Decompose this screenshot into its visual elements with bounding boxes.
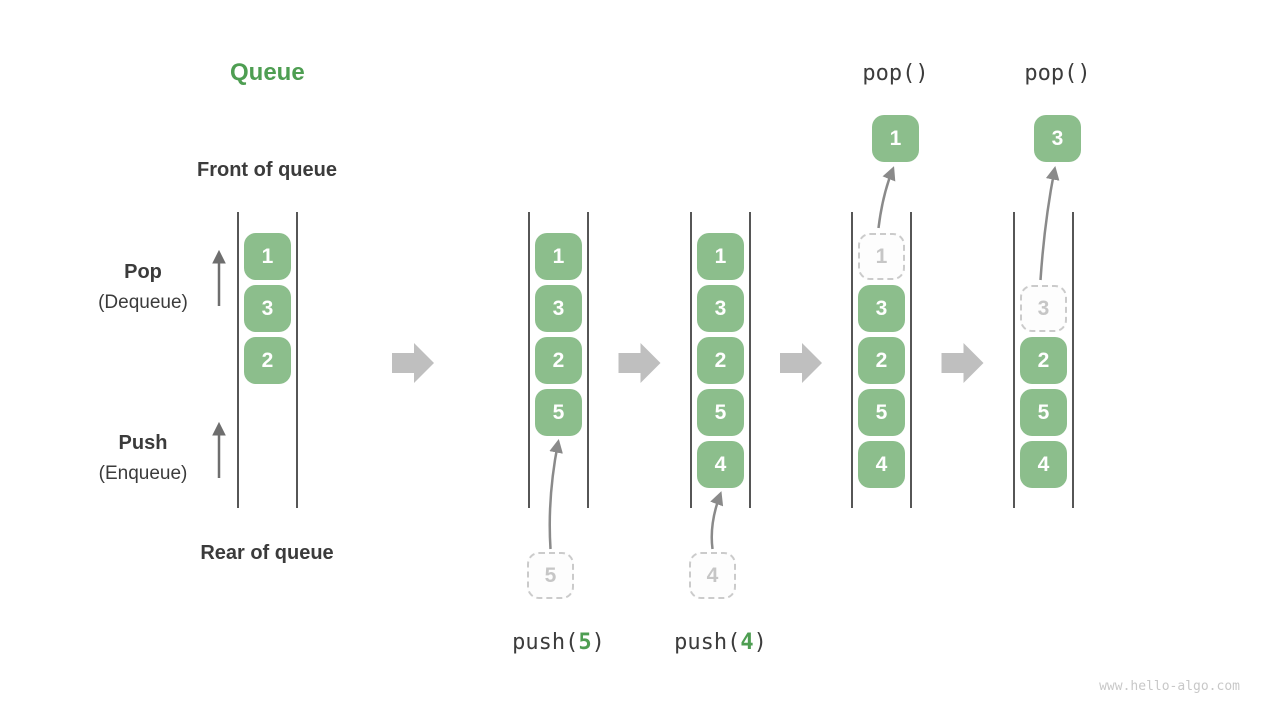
pop-dequeue-label: Pop (Dequeue) [63, 261, 223, 314]
queue-slot: 3 [858, 285, 905, 332]
queue-slot: 3 [535, 285, 582, 332]
queue-rail-right [587, 212, 589, 508]
queue-slot: 2 [697, 337, 744, 384]
queue-slot: 2 [858, 337, 905, 384]
queue-rail-right [296, 212, 298, 508]
pop-label: pop() [862, 61, 929, 86]
push-fn-close-text: ) [591, 630, 605, 655]
popped-element-box: 3 [1034, 115, 1081, 162]
op-arrow-icon [877, 166, 896, 229]
op-arrow-icon [548, 438, 563, 550]
queue-slot: 1 [697, 233, 744, 280]
queue-slot: 5 [535, 389, 582, 436]
flow-arrow-icon [941, 343, 984, 383]
op-arrow-icon [1039, 165, 1060, 281]
pop-label-text: Pop [124, 261, 162, 283]
push-label: push(5) [459, 630, 659, 655]
pop-label: pop() [1024, 61, 1091, 86]
push-incoming-box: 4 [689, 552, 736, 599]
front-of-queue-label: Front of queue [197, 159, 337, 181]
queue-slot: 3 [697, 285, 744, 332]
push-enqueue-label: Push (Enqueue) [63, 432, 223, 485]
queue-rail-left [1013, 212, 1015, 508]
rear-of-queue-label: Rear of queue [200, 542, 334, 564]
queue-rail-right [1072, 212, 1074, 508]
queue-slot: 2 [1020, 337, 1067, 384]
op-arrow-icon [710, 491, 724, 550]
push-arg-text: 4 [740, 630, 754, 655]
queue-slot: 4 [697, 441, 744, 488]
queue-slot: 2 [244, 337, 291, 384]
push-arg-text: 5 [578, 630, 592, 655]
dequeue-label-text: (Dequeue) [98, 292, 188, 313]
queue-slot: 5 [858, 389, 905, 436]
queue-rail-left [690, 212, 692, 508]
queue-slot: 5 [1020, 389, 1067, 436]
queue-slot: 5 [697, 389, 744, 436]
queue-rail-left [237, 212, 239, 508]
queue-slot-ghost: 1 [858, 233, 905, 280]
queue-rail-left [528, 212, 530, 508]
queue-slot: 4 [858, 441, 905, 488]
diagram-title: Queue [230, 59, 305, 86]
push-incoming-box: 5 [527, 552, 574, 599]
queue-slot: 2 [535, 337, 582, 384]
push-fn-open-text: push( [512, 630, 579, 655]
push-fn-open-text: push( [674, 630, 741, 655]
queue-slot: 1 [535, 233, 582, 280]
queue-rail-right [749, 212, 751, 508]
flow-arrow-icon [780, 343, 822, 383]
queue-rail-right [910, 212, 912, 508]
enqueue-label-text: (Enqueue) [98, 463, 188, 484]
queue-slot-ghost: 3 [1020, 285, 1067, 332]
queue-slot: 3 [244, 285, 291, 332]
queue-rail-left [851, 212, 853, 508]
popped-element-box: 1 [872, 115, 919, 162]
watermark: www.hello-algo.com [1099, 679, 1240, 694]
flow-arrow-icon [392, 343, 434, 383]
push-fn-close-text: ) [753, 630, 767, 655]
queue-slot: 1 [244, 233, 291, 280]
flow-arrow-icon [618, 343, 661, 383]
push-label-text: Push [118, 432, 168, 454]
queue-slot: 4 [1020, 441, 1067, 488]
push-label: push(4) [621, 630, 821, 655]
